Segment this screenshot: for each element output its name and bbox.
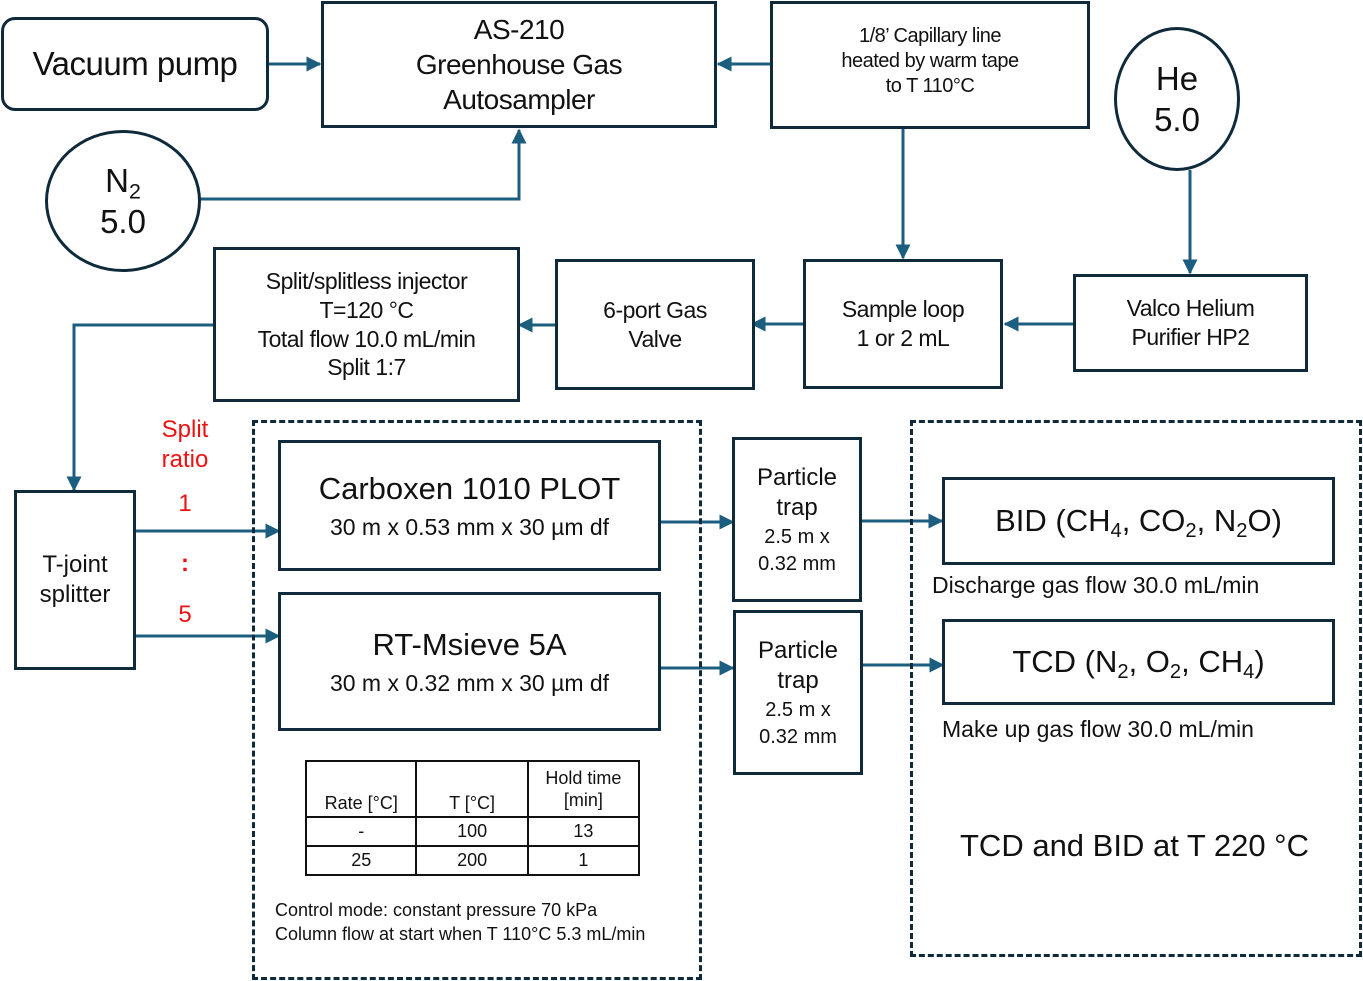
sample-loop-line-2: 1 or 2 mL <box>856 325 950 351</box>
vacuum-pump-box: Vacuum pump <box>1 17 269 111</box>
tcd-detector-box: TCD (N2, O2, CH4) <box>942 619 1335 705</box>
column-2-name: RT-Msieve 5A <box>372 626 567 662</box>
table-row: 25 200 1 <box>304 845 641 876</box>
injector-box: Split/splitless injector T=120 °C Total … <box>213 247 520 402</box>
trap-2-line-3: 2.5 m x <box>765 698 831 721</box>
cell-temperature: 200 <box>415 845 529 876</box>
trap-1-line-1: Particle <box>756 463 838 491</box>
trap-1-line-2: trap <box>776 493 818 521</box>
cell-rate: - <box>304 816 418 847</box>
particle-trap-2-box: Particle trap 2.5 m x 0.32 mm <box>733 610 863 775</box>
header-rate: Rate [°C] <box>304 760 418 818</box>
header-hold-time-line-1: Hold time <box>545 767 622 788</box>
arrow-n2-to-autosampler <box>199 128 527 201</box>
t-joint-line-1: T-joint <box>42 551 108 578</box>
capillary-line-box: 1/8’ Capillary line heated by warm tape … <box>770 1 1090 129</box>
header-hold-time-line-2: [min] <box>563 790 603 810</box>
split-ratio-top: 1 <box>178 490 192 517</box>
split-ratio-separator: : <box>181 550 189 577</box>
injector-line-3: Total flow 10.0 mL/min <box>257 325 476 352</box>
t-joint-line-2: splitter <box>39 581 111 608</box>
sample-loop-box: Sample loop 1 or 2 mL <box>803 259 1003 389</box>
detector-group <box>910 420 1362 957</box>
split-ratio-bottom: 5 <box>178 601 192 628</box>
n2-cylinder: N2 5.0 <box>45 130 201 272</box>
gas-valve-box: 6-port Gas Valve <box>555 259 755 390</box>
he-cylinder: He 5.0 <box>1114 27 1240 171</box>
column-1-name: Carboxen 1010 PLOT <box>318 470 621 506</box>
cell-rate: 25 <box>304 845 418 876</box>
t-joint-splitter-box: T-joint splitter <box>14 490 136 670</box>
sample-loop-line-1: Sample loop <box>841 296 965 323</box>
autosampler-line-2: Greenhouse Gas <box>415 49 623 80</box>
oven-note-pressure: Control mode: constant pressure 70 kPa <box>275 900 598 920</box>
autosampler-box: AS-210 Greenhouse Gas Autosampler <box>321 1 717 128</box>
n2-grade-label: 5.0 <box>100 203 146 240</box>
vacuum-pump-label: Vacuum pump <box>32 45 238 83</box>
particle-trap-1-box: Particle trap 2.5 m x 0.32 mm <box>732 437 862 602</box>
capillary-line-1: 1/8’ Capillary line <box>858 25 1002 47</box>
split-ratio-title-line-2: ratio <box>161 446 209 473</box>
table-row: - 100 13 <box>304 816 641 847</box>
he-purifier-box: Valco Helium Purifier HP2 <box>1073 274 1308 372</box>
he-grade-label: 5.0 <box>1154 101 1200 138</box>
tcd-makeup-flow: Make up gas flow 30.0 mL/min <box>942 716 1254 742</box>
split-ratio-title: Split ratio <box>150 415 220 475</box>
he-purifier-line-1: Valco Helium <box>1126 295 1255 322</box>
trap-1-line-3: 2.5 m x <box>764 525 830 548</box>
capillary-line-3: to T 110°C <box>885 75 975 97</box>
bid-detector-label: BID (CH4, CO2, N2O) <box>995 502 1282 542</box>
oven-program-header-row: Rate [°C] T [°C] Hold time [min] <box>304 760 641 818</box>
trap-2-line-2: trap <box>777 666 819 694</box>
autosampler-model: AS-210 <box>473 14 565 45</box>
column-oven-group <box>252 420 702 980</box>
trap-1-line-4: 0.32 mm <box>758 552 836 575</box>
injector-line-2: T=120 °C <box>319 296 414 323</box>
he-gas-label: He <box>1155 59 1199 97</box>
oven-note-column-flow: Column flow at start when T 110°C 5.3 mL… <box>275 924 646 944</box>
arrow-injector-to-t-joint <box>66 323 214 492</box>
capillary-line-2: heated by warm tape <box>841 50 1019 72</box>
oven-program-table: Rate [°C] T [°C] Hold time [min] - 100 1… <box>304 760 641 876</box>
injector-line-1: Split/splitless injector <box>265 268 468 294</box>
detector-temperature-note: TCD and BID at T 220 °C <box>960 828 1309 863</box>
column-1-box: Carboxen 1010 PLOT 30 m x 0.53 mm x 30 µ… <box>278 440 661 571</box>
header-temperature: T [°C] <box>415 760 529 818</box>
trap-2-line-1: Particle <box>757 636 839 664</box>
trap-2-line-4: 0.32 mm <box>759 725 837 748</box>
column-2-box: RT-Msieve 5A 30 m x 0.32 mm x 30 µm df <box>278 592 661 731</box>
column-1-dims: 30 m x 0.53 mm x 30 µm df <box>329 513 610 540</box>
tcd-detector-label: TCD (N2, O2, CH4) <box>1012 643 1265 683</box>
autosampler-line-3: Autosampler <box>443 84 595 115</box>
cell-temperature: 100 <box>415 816 529 847</box>
bid-discharge-flow: Discharge gas flow 30.0 mL/min <box>932 572 1260 598</box>
split-ratio-title-line-1: Split <box>161 416 209 443</box>
gas-valve-line-2: Valve <box>628 325 682 352</box>
injector-line-4: Split 1:7 <box>327 354 406 381</box>
n2-gas-label: N2 <box>105 161 141 204</box>
cell-hold-time: 13 <box>526 816 641 847</box>
he-purifier-line-2: Purifier HP2 <box>1131 324 1250 350</box>
bid-detector-box: BID (CH4, CO2, N2O) <box>942 477 1335 565</box>
column-2-dims: 30 m x 0.32 mm x 30 µm df <box>329 669 610 696</box>
cell-hold-time: 1 <box>526 845 641 876</box>
header-hold-time: Hold time [min] <box>526 760 641 818</box>
gas-valve-line-1: 6-port Gas <box>603 296 707 323</box>
